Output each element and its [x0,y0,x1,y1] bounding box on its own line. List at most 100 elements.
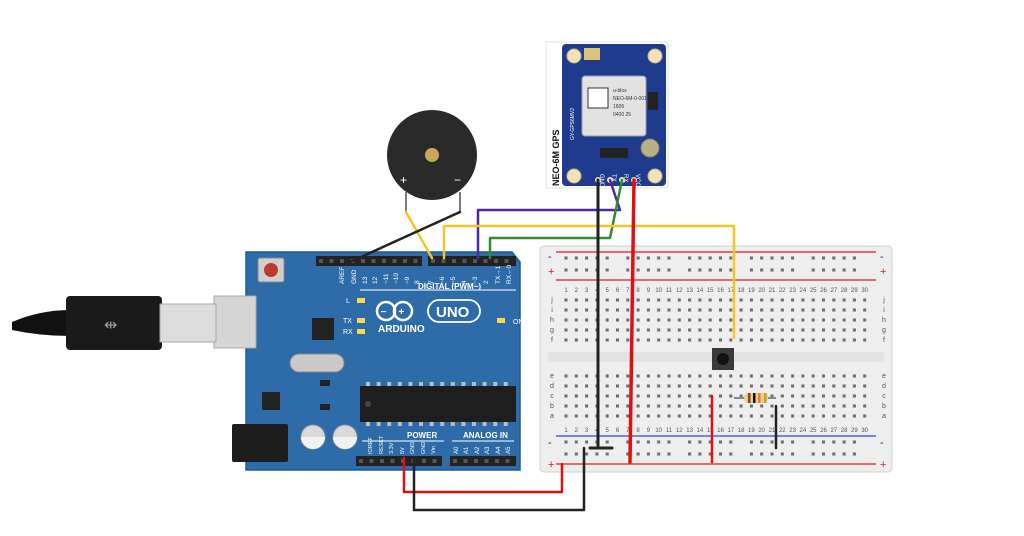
breadboard-hole [616,374,619,378]
breadboard-hole [749,338,753,342]
breadboard-column-label: 18 [738,428,745,434]
breadboard-row-label: f [551,337,553,344]
rail-plus-label-tl: + [548,266,554,278]
breadboard-hole [749,440,753,444]
breadboard-column-label: 21 [769,288,776,294]
breadboard-hole [842,440,846,444]
breadboard-hole [605,318,609,322]
breadboard-hole [749,268,753,272]
breadboard-hole [574,404,578,408]
breadboard-hole [863,298,867,302]
breadboard-hole [698,384,702,388]
breadboard-column-label: 6 [616,428,620,434]
breadboard-hole [564,394,568,398]
breadboard-hole [688,440,692,444]
breadboard-hole [667,298,671,302]
breadboard-hole [646,256,650,260]
breadboard-hole [585,452,589,456]
resistor [734,393,776,403]
power-pin-label: Vin [431,446,437,454]
breadboard-hole [791,308,795,312]
breadboard-column-label: 7 [626,288,630,294]
breadboard-hole [657,308,661,312]
breadboard-hole [564,256,568,260]
breadboard-hole [842,328,846,332]
resistor-band-3 [758,393,761,403]
breadboard-hole [636,384,640,388]
gps-chip-text-2: NEO-6M-0-001 [613,96,647,102]
breadboard-hole [719,414,722,418]
usb-b-port [213,295,257,349]
breadboard-hole [822,318,825,322]
breadboard-hole [677,328,681,332]
breadboard-hole [657,338,661,342]
breadboard-hole [801,318,805,322]
chip-pin [461,422,466,426]
breadboard-hole [605,384,609,388]
breadboard-hole [739,414,743,418]
breadboard-hole [739,308,743,312]
breadboard-hole [822,404,825,408]
breadboard-hole [688,328,692,332]
breadboard-hole [719,338,722,342]
header-pin-hole [431,259,435,263]
breadboard-hole [822,308,825,312]
chip-pin [461,382,466,386]
digital-pin-label: 7 [428,280,435,284]
breadboard-hole [863,394,867,398]
breadboard-hole [729,298,733,302]
breadboard-hole [852,394,856,398]
arduino-brand-text: ARDUINO [378,324,425,335]
breadboard-hole [801,414,805,418]
breadboard-hole [574,318,578,322]
breadboard-hole [708,452,712,456]
breadboard-hole [822,374,825,378]
breadboard-column-label: 22 [779,428,786,434]
digital-pin-label: ~6 [439,276,446,284]
breadboard-hole [863,328,867,332]
breadboard-hole [760,268,764,272]
breadboard-hole [688,394,692,398]
breadboard-hole [585,338,589,342]
breadboard-column-label: 25 [810,288,817,294]
breadboard-hole [626,308,630,312]
breadboard-hole [719,328,722,332]
breadboard-hole [646,404,650,408]
usb-cable: ⇹ [12,296,217,350]
breadboard-hole [760,308,764,312]
breadboard-hole [657,452,661,456]
breadboard-hole [646,374,650,378]
breadboard-hole [842,318,846,322]
breadboard-column-label: 24 [800,428,807,434]
breadboard-hole [708,338,712,342]
breadboard-row-label: c [550,393,554,400]
breadboard-column-label: 3 [585,288,589,294]
breadboard-hole [852,308,856,312]
power-pin-label: GND [410,442,416,454]
breadboard-hole [791,404,795,408]
breadboard-hole [585,394,589,398]
breadboard-column-label: 11 [666,428,673,434]
breadboard-row-label: b [550,403,554,410]
breadboard-hole [822,256,825,260]
power-pin-label: 3.3V [389,442,395,454]
crystal-oscillator [289,353,345,373]
breadboard-hole [626,298,630,302]
breadboard-hole [667,394,671,398]
breadboard-hole [657,298,661,302]
rail-minus-label-tl: - [548,251,552,263]
header-pin-hole [474,459,478,463]
breadboard-hole [832,308,836,312]
breadboard-hole [677,384,681,388]
breadboard-hole [585,268,589,272]
header-pin-hole [319,259,323,263]
breadboard-hole [708,256,712,260]
breadboard-hole [646,414,650,418]
breadboard-hole [770,414,774,418]
breadboard-hole [811,414,815,418]
breadboard-hole [564,452,568,456]
gps-regulator [600,148,628,158]
resistor-band-1 [748,393,751,403]
breadboard-hole [811,394,815,398]
